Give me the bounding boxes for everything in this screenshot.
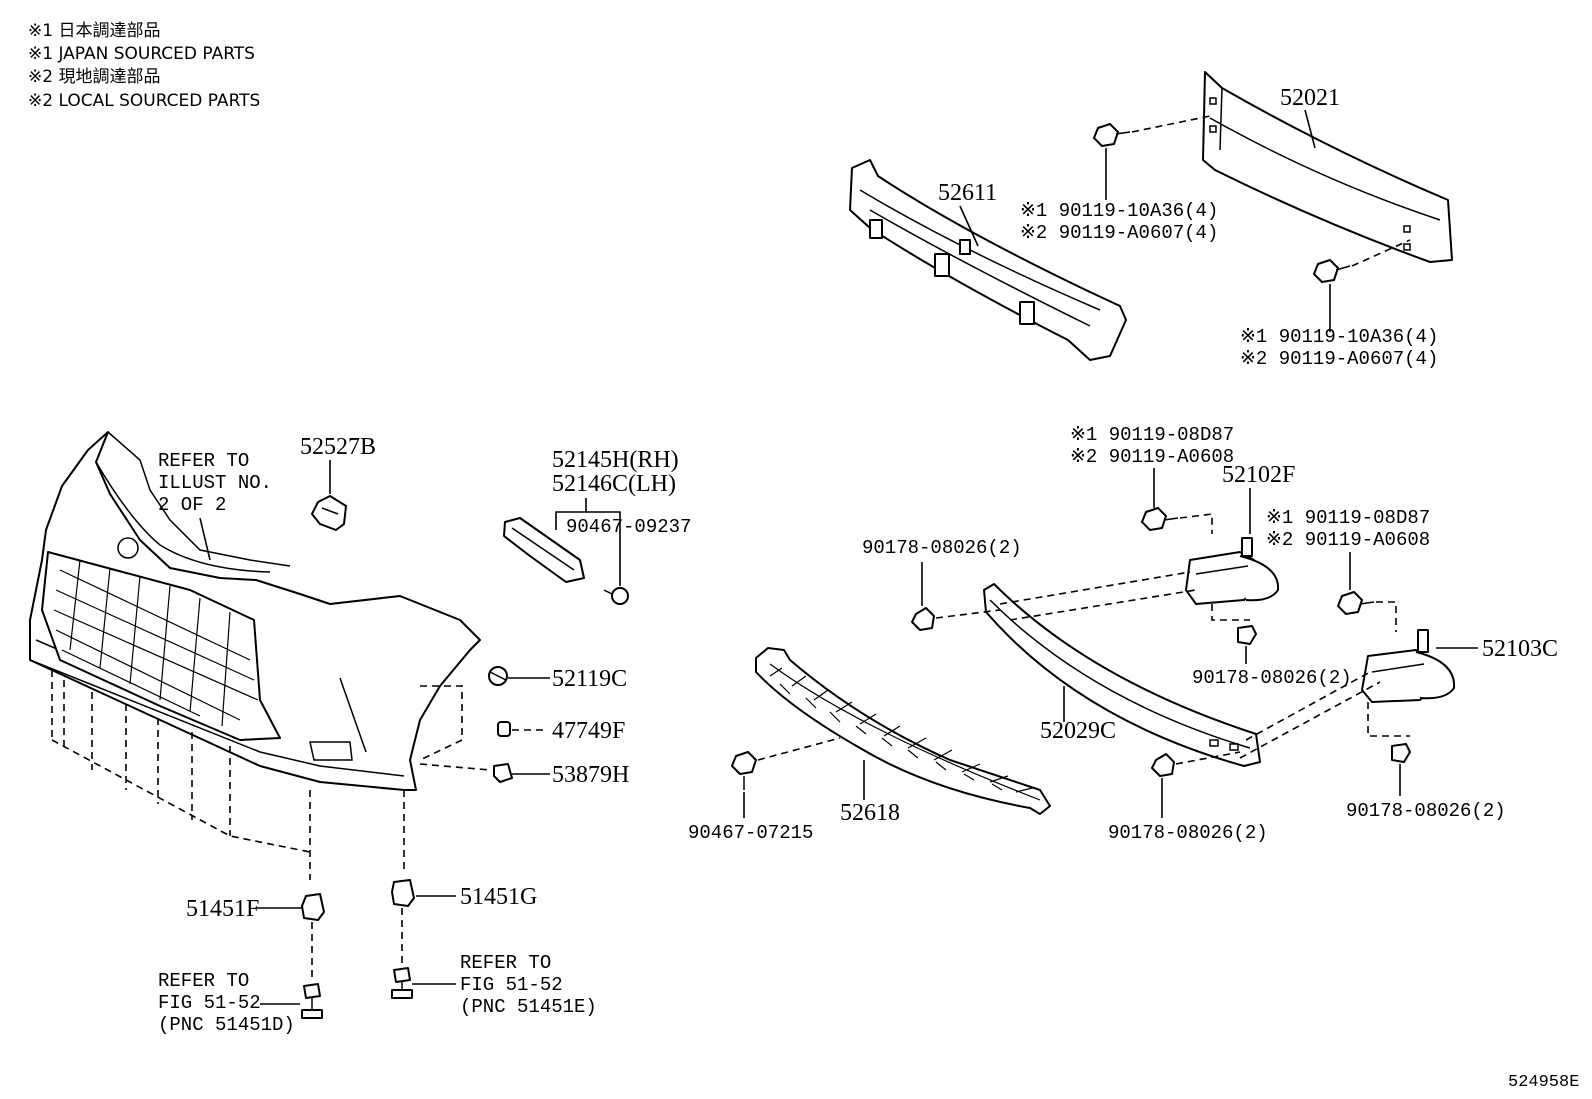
bolt-icon bbox=[1337, 591, 1375, 615]
refer-fig-left-line-3: (PNC 51451D) bbox=[158, 1014, 295, 1036]
bolt-label-right-local: ※2 90119-A0608 bbox=[1266, 529, 1430, 551]
nut-icon bbox=[911, 607, 935, 631]
absorber-52618[interactable] bbox=[755, 647, 1051, 815]
nut-label-mid-upper: 90178-08026(2) bbox=[1192, 667, 1352, 689]
sourcing-legend: ※1 日本調達部品 ※1 JAPAN SOURCED PARTS ※2 現地調達… bbox=[28, 21, 260, 111]
part-label-52021: 52021 bbox=[1280, 85, 1340, 111]
screw-icon bbox=[731, 751, 757, 790]
part-label-52103C: 52103C bbox=[1482, 636, 1558, 662]
bolt-icon bbox=[1093, 123, 1131, 147]
absorber-52611[interactable] bbox=[849, 159, 1127, 361]
screw-icon bbox=[301, 983, 323, 1019]
nut-icon bbox=[1237, 625, 1257, 645]
refer-illust-line-1: REFER TO bbox=[158, 450, 249, 472]
bracket-52103C[interactable] bbox=[1361, 629, 1456, 703]
bolt-label-upper-left-local: ※2 90119-A0607(4) bbox=[1020, 222, 1218, 244]
part-label-52527B: 52527B bbox=[300, 434, 376, 460]
reinforcement-52021[interactable] bbox=[1202, 71, 1453, 263]
part-label-90467-07215: 90467-07215 bbox=[688, 822, 813, 844]
bolt-label-upper-right-jp: ※1 90119-10A36(4) bbox=[1240, 326, 1438, 348]
bolt-label-mid-local: ※2 90119-A0608 bbox=[1070, 446, 1234, 468]
refer-fig-left-line-1: REFER TO bbox=[158, 970, 249, 992]
bolt-label-upper-right-local: ※2 90119-A0607(4) bbox=[1240, 348, 1438, 370]
part-label-52029C: 52029C bbox=[1040, 718, 1116, 744]
refer-illust-line-3: 2 OF 2 bbox=[158, 494, 226, 516]
bolt-icon bbox=[1141, 507, 1179, 531]
clip-icon bbox=[488, 666, 508, 686]
part-label-52102F: 52102F bbox=[1222, 462, 1295, 488]
part-label-52145H: 52145H(RH) bbox=[552, 447, 679, 473]
nut-label-right-lower: 90178-08026(2) bbox=[1346, 800, 1506, 822]
refer-fig-right-line-1: REFER TO bbox=[460, 952, 551, 974]
refer-fig-left-line-2: FIG 51-52 bbox=[158, 992, 261, 1014]
clip-icon bbox=[391, 879, 415, 907]
refer-fig-right-line-3: (PNC 51451E) bbox=[460, 996, 597, 1018]
nut-clip-icon bbox=[493, 763, 513, 783]
figure-id: 524958E bbox=[1508, 1073, 1579, 1092]
part-label-90467-09237: 90467-09237 bbox=[566, 516, 691, 538]
bolt-icon bbox=[1313, 259, 1351, 283]
part-label-51451G: 51451G bbox=[460, 884, 537, 910]
grommet-icon bbox=[497, 721, 511, 737]
part-label-51451F: 51451F bbox=[186, 896, 259, 922]
screw-icon bbox=[603, 587, 629, 605]
part-label-52146C: 52146C(LH) bbox=[552, 471, 676, 497]
legend-line-3: ※2 現地調達部品 bbox=[28, 67, 160, 87]
part-label-53879H: 53879H bbox=[552, 762, 629, 788]
bracket-52102F[interactable] bbox=[1185, 537, 1280, 605]
nut-icon bbox=[1151, 753, 1175, 777]
part-label-52611: 52611 bbox=[938, 180, 997, 206]
retainer-52145H[interactable] bbox=[503, 517, 585, 583]
refer-fig-right-line-2: FIG 51-52 bbox=[460, 974, 563, 996]
refer-illust-line-2: ILLUST NO. bbox=[158, 472, 272, 494]
bolt-label-mid-jp: ※1 90119-08D87 bbox=[1070, 424, 1234, 446]
screw-icon bbox=[391, 967, 413, 999]
legend-line-1: ※1 日本調達部品 bbox=[28, 21, 160, 41]
nut-icon bbox=[1391, 743, 1411, 763]
clip-icon bbox=[301, 893, 325, 921]
nut-label-mid-lower: 90178-08026(2) bbox=[1108, 822, 1268, 844]
legend-line-2: ※1 JAPAN SOURCED PARTS bbox=[28, 44, 255, 64]
grille bbox=[41, 551, 281, 741]
bolt-label-right-jp: ※1 90119-08D87 bbox=[1266, 507, 1430, 529]
bolt-label-upper-left-jp: ※1 90119-10A36(4) bbox=[1020, 200, 1218, 222]
part-label-52618: 52618 bbox=[840, 800, 900, 826]
legend-line-4: ※2 LOCAL SOURCED PARTS bbox=[28, 91, 260, 111]
reinforcement-52029C[interactable] bbox=[983, 583, 1261, 767]
bracket-52527B[interactable] bbox=[311, 495, 347, 531]
nut-label-left: 90178-08026(2) bbox=[862, 537, 1022, 559]
part-label-47749F: 47749F bbox=[552, 718, 625, 744]
part-label-52119C: 52119C bbox=[552, 666, 627, 692]
